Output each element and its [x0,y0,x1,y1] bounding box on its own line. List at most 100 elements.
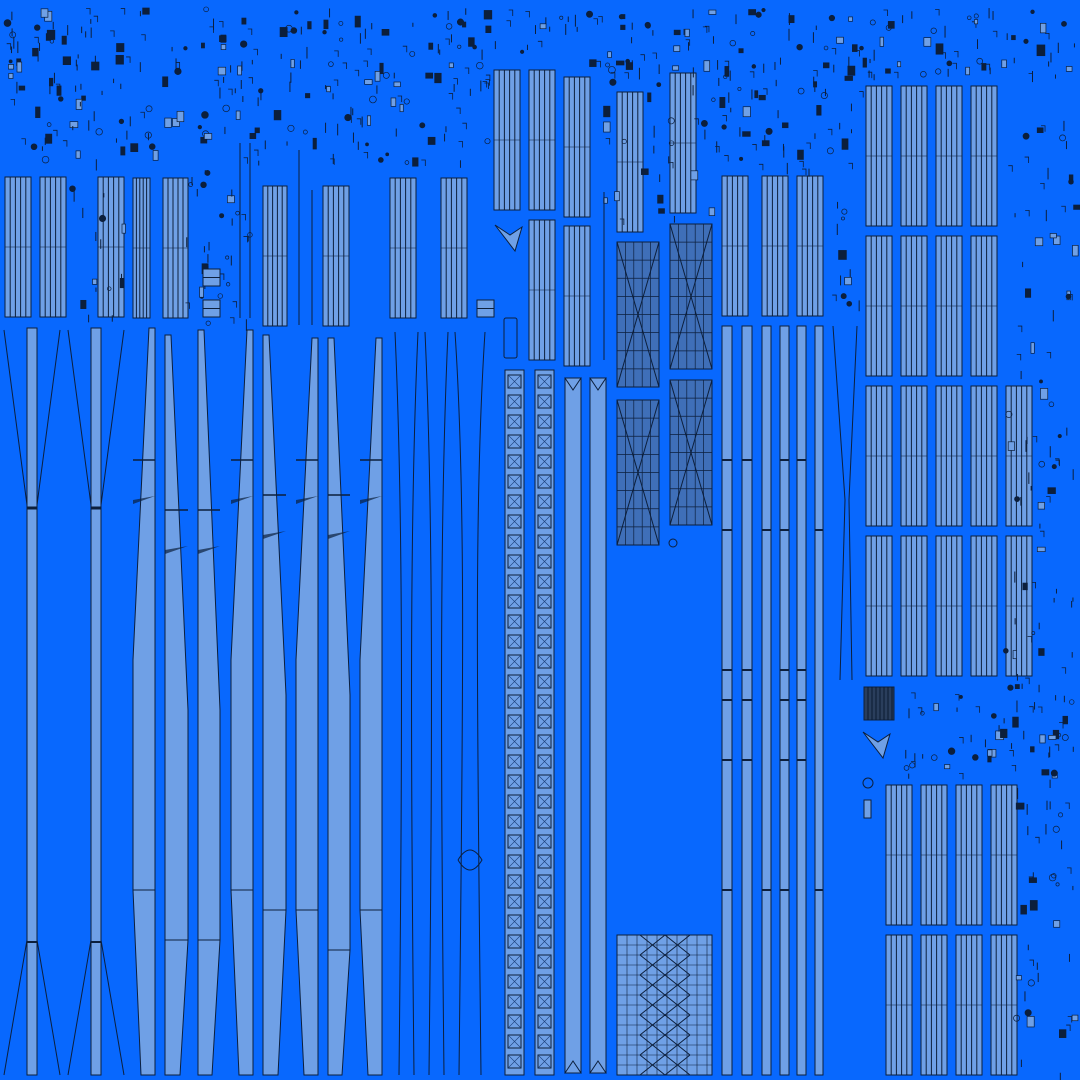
small-part [711,97,716,102]
small-part [1012,650,1017,660]
small-part [1015,802,1025,810]
lattice-cell [537,954,552,969]
lattice-cell [537,1034,552,1049]
small-part [62,140,68,147]
small-part [848,16,853,22]
small-part [1046,351,1052,359]
small-part [61,35,67,45]
small-part [739,156,744,161]
small-part [434,72,442,84]
lattice-cell-brace [507,1014,522,1029]
lattice-cell [537,1054,552,1069]
small-part [175,62,181,69]
lattice-cell-brace [507,954,522,969]
lattice-cell-brace [537,714,552,729]
slat-panel [796,175,824,317]
small-part [369,95,377,104]
small-part [1015,975,1022,981]
small-part [164,117,172,128]
small-part [703,60,711,72]
lattice-cell [507,454,522,469]
lattice-cell-brace [507,474,522,489]
slat-panel [865,535,893,677]
small-part [1031,631,1036,636]
lattice-cell [537,894,552,909]
small-part [279,27,288,38]
small-part [806,142,811,149]
small-part [382,71,390,79]
small-part [826,147,834,155]
lattice-cell [507,494,522,509]
small-part [1016,353,1022,361]
small-part [619,218,625,225]
lattice-cell [537,554,552,569]
slot-part [503,317,518,359]
small-part [1020,904,1027,915]
small-part [1029,900,1038,911]
outline-strip-edge [454,331,486,1076]
lattice-cell [537,654,552,669]
small-part [378,157,384,163]
lattice-cell-brace [507,714,522,729]
small-part [200,136,208,144]
lattice-cell-brace [507,774,522,789]
small-part [1025,288,1032,298]
slat-panel [616,91,644,233]
lattice-cell [537,494,552,509]
small-part [344,113,352,122]
small-part [8,59,13,64]
truss-panel [669,223,713,370]
vertical-bar-body [761,325,772,1076]
small-part [1037,706,1043,714]
lattice-cell [537,574,552,589]
lattice-cell-brace [537,634,552,649]
small-part [201,42,205,49]
small-part [976,57,984,65]
small-part [537,40,543,48]
small-part [116,43,125,53]
lattice-cell-brace [507,754,522,769]
lattice-cell [537,594,552,609]
small-part [596,60,601,68]
small-part [610,72,616,79]
small-part [668,140,675,146]
small-part [828,14,836,22]
slat-panel [322,185,350,327]
small-part [883,9,888,16]
small-part [1022,132,1030,140]
small-part [955,694,960,701]
small-part [903,765,910,771]
small-part [225,282,231,287]
small-part [287,124,295,132]
small-part [647,92,652,103]
small-part [1036,127,1044,133]
small-part [1030,746,1035,753]
lattice-cell-brace [537,854,552,869]
lattice-cell-brace [507,394,522,409]
small-part [1059,134,1066,142]
small-part [1053,920,1061,928]
blade-notch [328,531,350,539]
small-part [869,19,876,26]
small-part [253,48,258,56]
truss-panel [616,399,660,546]
ring-part [668,538,678,548]
small-part [404,160,410,165]
small-part [1061,20,1067,27]
small-part [589,59,597,67]
small-part [859,45,864,51]
small-part [981,63,987,71]
small-part [21,138,26,145]
small-part [624,72,629,79]
lattice-cell-brace [507,374,522,389]
small-part [1072,245,1079,257]
lattice-cell-brace [507,654,522,669]
small-part [944,764,951,770]
small-part [1061,734,1069,741]
small-part [364,79,373,85]
small-part [656,82,662,88]
small-part [754,90,759,99]
small-part [365,142,369,147]
blade-island [230,329,254,1076]
small-part [425,72,434,79]
